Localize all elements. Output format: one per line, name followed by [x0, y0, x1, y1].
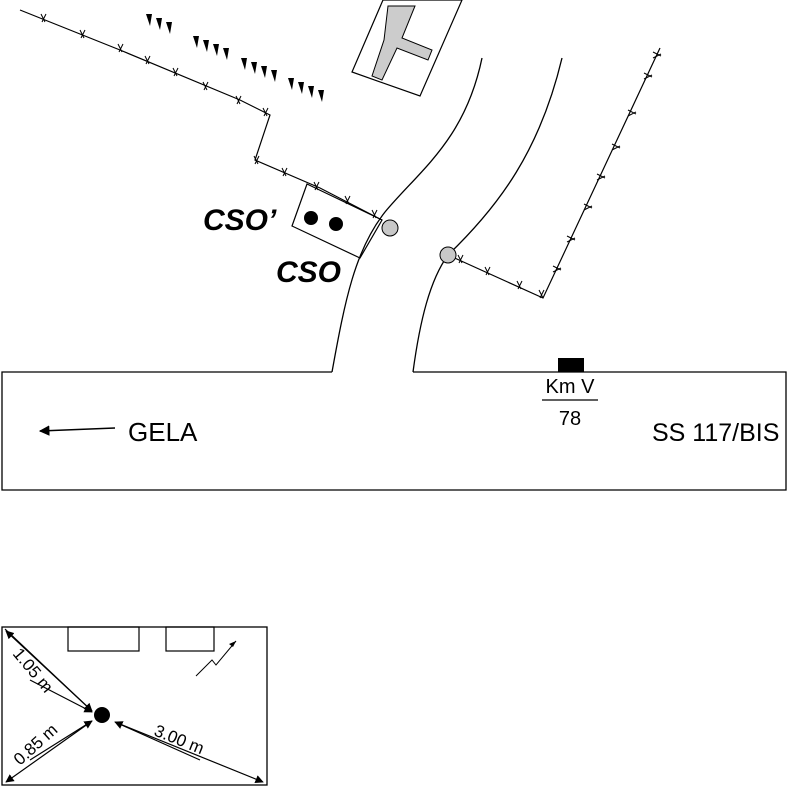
km-marker	[558, 358, 584, 372]
main-road	[1, 371, 787, 491]
side-road	[331, 57, 563, 373]
inset-box-right	[165, 626, 215, 652]
embankment-hatch	[146, 14, 324, 102]
gate-post-left	[381, 219, 399, 237]
cso-point	[329, 217, 343, 231]
station-enclosure	[291, 183, 383, 259]
label-cso: CSO	[276, 256, 341, 289]
lightning-icon	[195, 640, 237, 677]
gate-post-right	[439, 246, 457, 264]
km-label-top: Km V	[546, 376, 596, 398]
inset-box-left	[67, 626, 140, 652]
building	[351, 0, 463, 97]
fence-top-left	[19, 9, 383, 221]
cso-prime-point	[304, 211, 318, 225]
dim-right: 3.00 m	[152, 721, 207, 758]
direction-arrow	[38, 425, 116, 436]
inset-point	[94, 707, 110, 723]
label-cso-prime: CSO’	[203, 204, 277, 237]
label-road: SS 117/BIS	[652, 419, 779, 447]
fence-right	[447, 47, 662, 299]
label-direction: GELA	[128, 417, 198, 447]
km-label-bottom: 78	[559, 408, 581, 430]
inset-detail: 1.05 m 0.85 m 3.00 m	[1, 626, 268, 786]
